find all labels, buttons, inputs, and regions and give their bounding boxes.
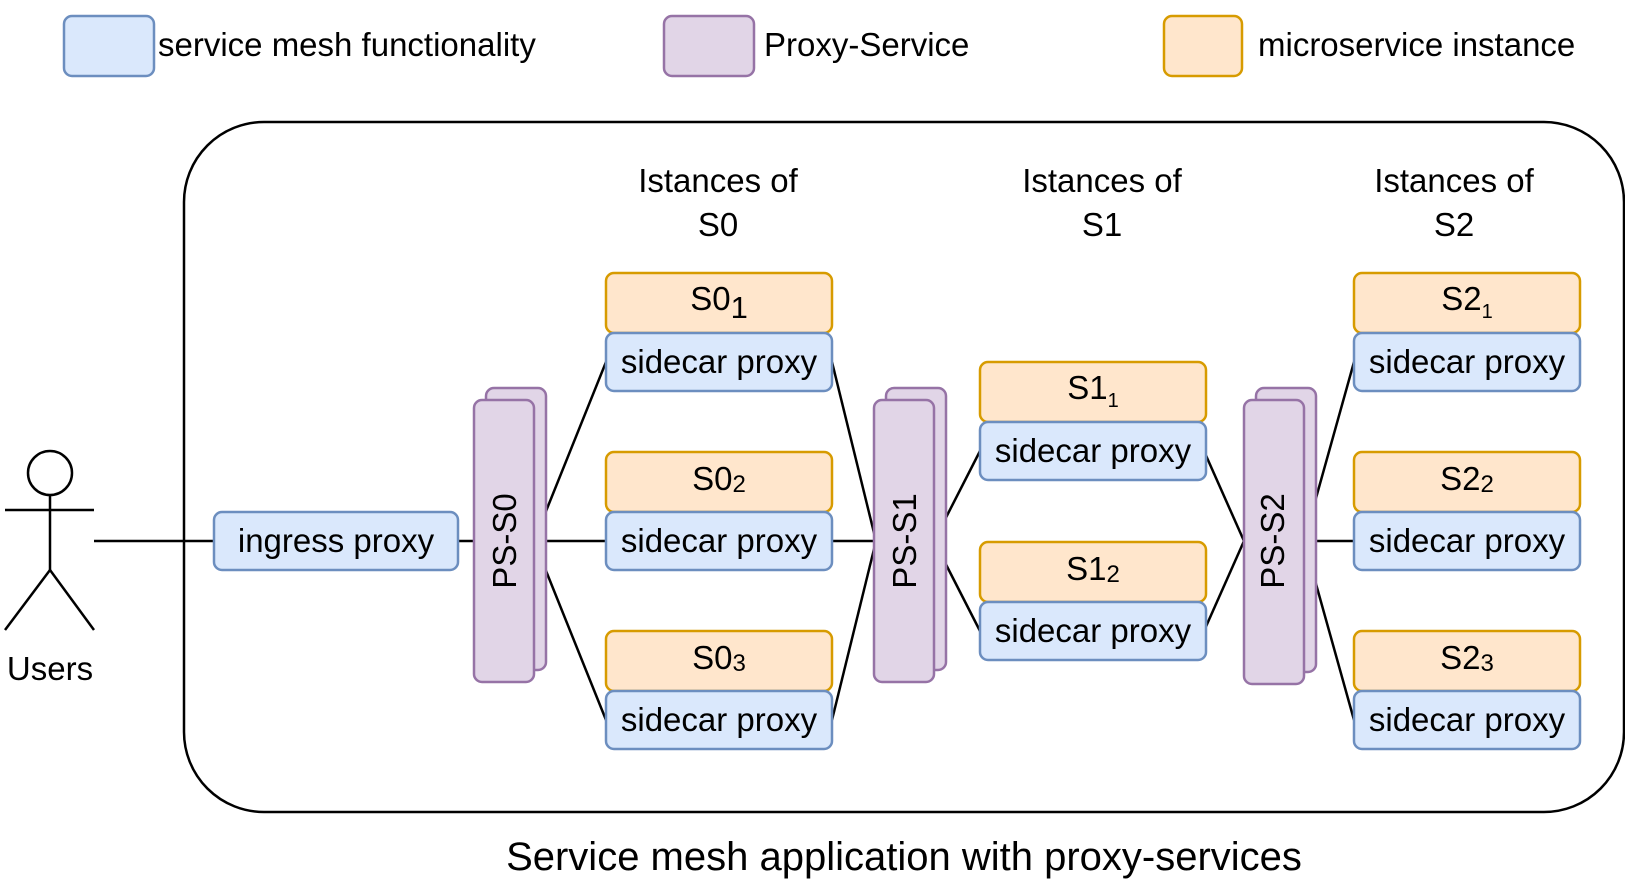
ingress-proxy: ingress proxy bbox=[212, 510, 460, 572]
instance-s0-2-name: S0 bbox=[692, 460, 732, 497]
sidecar-proxy-s2-3-label: sidecar proxy bbox=[1369, 701, 1566, 738]
group-heading-s0-line1: Istances of bbox=[638, 162, 798, 199]
edge-s1-1-ps-s2 bbox=[1202, 450, 1246, 542]
instance-s1-2-subscript: 2 bbox=[1107, 561, 1120, 588]
group-heading-s2-line1: Istances of bbox=[1374, 162, 1534, 199]
instance-s1-1: S11 sidecar proxy bbox=[978, 360, 1208, 482]
users-label: Users bbox=[7, 650, 93, 687]
legend: service mesh functionality Proxy-Service… bbox=[62, 14, 1575, 78]
instance-s0-1: S01 sidecar proxy bbox=[604, 271, 834, 393]
application-boundary bbox=[182, 120, 1625, 814]
svg-text:S03: S03 bbox=[692, 639, 746, 677]
legend-label-proxy-service: Proxy-Service bbox=[764, 26, 969, 63]
instance-s1-2-name: S1 bbox=[1066, 550, 1106, 587]
sidecar-proxy-s0-3-label: sidecar proxy bbox=[621, 701, 818, 738]
instance-s0-1-subscript: 1 bbox=[731, 290, 748, 325]
instance-s0-3-subscript: 3 bbox=[733, 650, 746, 677]
sidecar-proxy-s0-2 bbox=[604, 510, 834, 572]
group-heading-s0: Istances of S0 bbox=[638, 162, 798, 243]
group-heading-s0-line2: S0 bbox=[698, 206, 738, 243]
legend-label-microservice: microservice instance bbox=[1258, 26, 1575, 63]
instance-s2-3: S23 sidecar proxy bbox=[1352, 629, 1582, 751]
instance-s0-3-name: S0 bbox=[692, 639, 732, 676]
sidecar-proxy-s0-1-label: sidecar proxy bbox=[621, 343, 818, 380]
sidecar-proxy-s1-1 bbox=[978, 420, 1208, 482]
instance-s0-1-name: S0 bbox=[690, 280, 730, 317]
ingress-proxy-label: ingress proxy bbox=[238, 522, 435, 559]
stick-figure-icon bbox=[4, 449, 96, 631]
svg-text:S11: S11 bbox=[1067, 369, 1119, 412]
svg-text:S02: S02 bbox=[692, 460, 746, 498]
sidecar-proxy-s2-3 bbox=[1352, 689, 1582, 751]
sidecar-proxy-s0-3 bbox=[604, 689, 834, 751]
instance-s2-2: S22 sidecar proxy bbox=[1352, 450, 1582, 572]
proxy-service-ps-s0: PS-S0 bbox=[472, 386, 548, 684]
sidecar-proxy-s1-2 bbox=[978, 600, 1208, 662]
sidecar-proxy-s2-2-label: sidecar proxy bbox=[1369, 522, 1566, 559]
instance-s0-2-subscript: 2 bbox=[733, 471, 746, 498]
group-heading-s2-line2: S2 bbox=[1434, 206, 1474, 243]
sidecar-proxy-s0-2-label: sidecar proxy bbox=[621, 522, 818, 559]
instance-s0-3: S03 sidecar proxy bbox=[604, 629, 834, 751]
diagram-caption: Service mesh application with proxy-serv… bbox=[506, 835, 1302, 879]
instance-s2-1-subscript: 1 bbox=[1482, 301, 1493, 323]
svg-text:S23: S23 bbox=[1440, 639, 1494, 677]
edge-s0-3-ps-s1 bbox=[830, 540, 878, 721]
instance-s2-2-subscript: 2 bbox=[1481, 471, 1494, 498]
legend-label-service-mesh: service mesh functionality bbox=[158, 26, 536, 63]
ps-s1-label: PS-S1 bbox=[886, 493, 923, 588]
sidecar-proxy-s1-1-label: sidecar proxy bbox=[995, 432, 1192, 469]
sidecar-proxy-s2-1 bbox=[1352, 331, 1582, 393]
edge-s0-1-ps-s1 bbox=[830, 361, 878, 542]
instance-s2-1-name: S2 bbox=[1441, 280, 1481, 317]
group-heading-s1-line1: Istances of bbox=[1022, 162, 1182, 199]
instance-s2-2-name: S2 bbox=[1440, 460, 1480, 497]
instance-s2-3-subscript: 3 bbox=[1481, 650, 1494, 677]
legend-swatch-microservice bbox=[1162, 14, 1244, 78]
legend-swatch-proxy-service bbox=[662, 14, 756, 78]
instance-s1-1-subscript: 1 bbox=[1108, 390, 1119, 412]
edge-s1-2-ps-s2 bbox=[1202, 540, 1246, 632]
group-heading-s1: Istances of S1 bbox=[1022, 162, 1182, 243]
instance-s0-2: S02 sidecar proxy bbox=[604, 450, 834, 572]
users-actor: Users bbox=[4, 449, 96, 687]
sidecar-proxy-s2-1-label: sidecar proxy bbox=[1369, 343, 1566, 380]
instance-s1-1-name: S1 bbox=[1067, 369, 1107, 406]
group-heading-s1-line2: S1 bbox=[1082, 206, 1122, 243]
group-heading-s2: Istances of S2 bbox=[1374, 162, 1534, 243]
svg-text:S12: S12 bbox=[1066, 550, 1120, 588]
sidecar-proxy-s1-2-label: sidecar proxy bbox=[995, 612, 1192, 649]
instance-s2-3-name: S2 bbox=[1440, 639, 1480, 676]
svg-text:S01: S01 bbox=[690, 280, 748, 325]
proxy-service-ps-s2: PS-S2 bbox=[1242, 386, 1318, 686]
ps-s2-label: PS-S2 bbox=[1254, 493, 1291, 588]
instance-s1-2: S12 sidecar proxy bbox=[978, 540, 1208, 662]
ps-s0-label: PS-S0 bbox=[486, 493, 523, 588]
sidecar-proxy-s0-1 bbox=[604, 331, 834, 393]
instance-s2-1: S21 sidecar proxy bbox=[1352, 271, 1582, 393]
sidecar-proxy-s2-2 bbox=[1352, 510, 1582, 572]
svg-text:S22: S22 bbox=[1440, 460, 1494, 498]
svg-text:S21: S21 bbox=[1441, 280, 1493, 323]
legend-swatch-service-mesh bbox=[62, 14, 156, 78]
proxy-service-ps-s1: PS-S1 bbox=[872, 386, 948, 684]
